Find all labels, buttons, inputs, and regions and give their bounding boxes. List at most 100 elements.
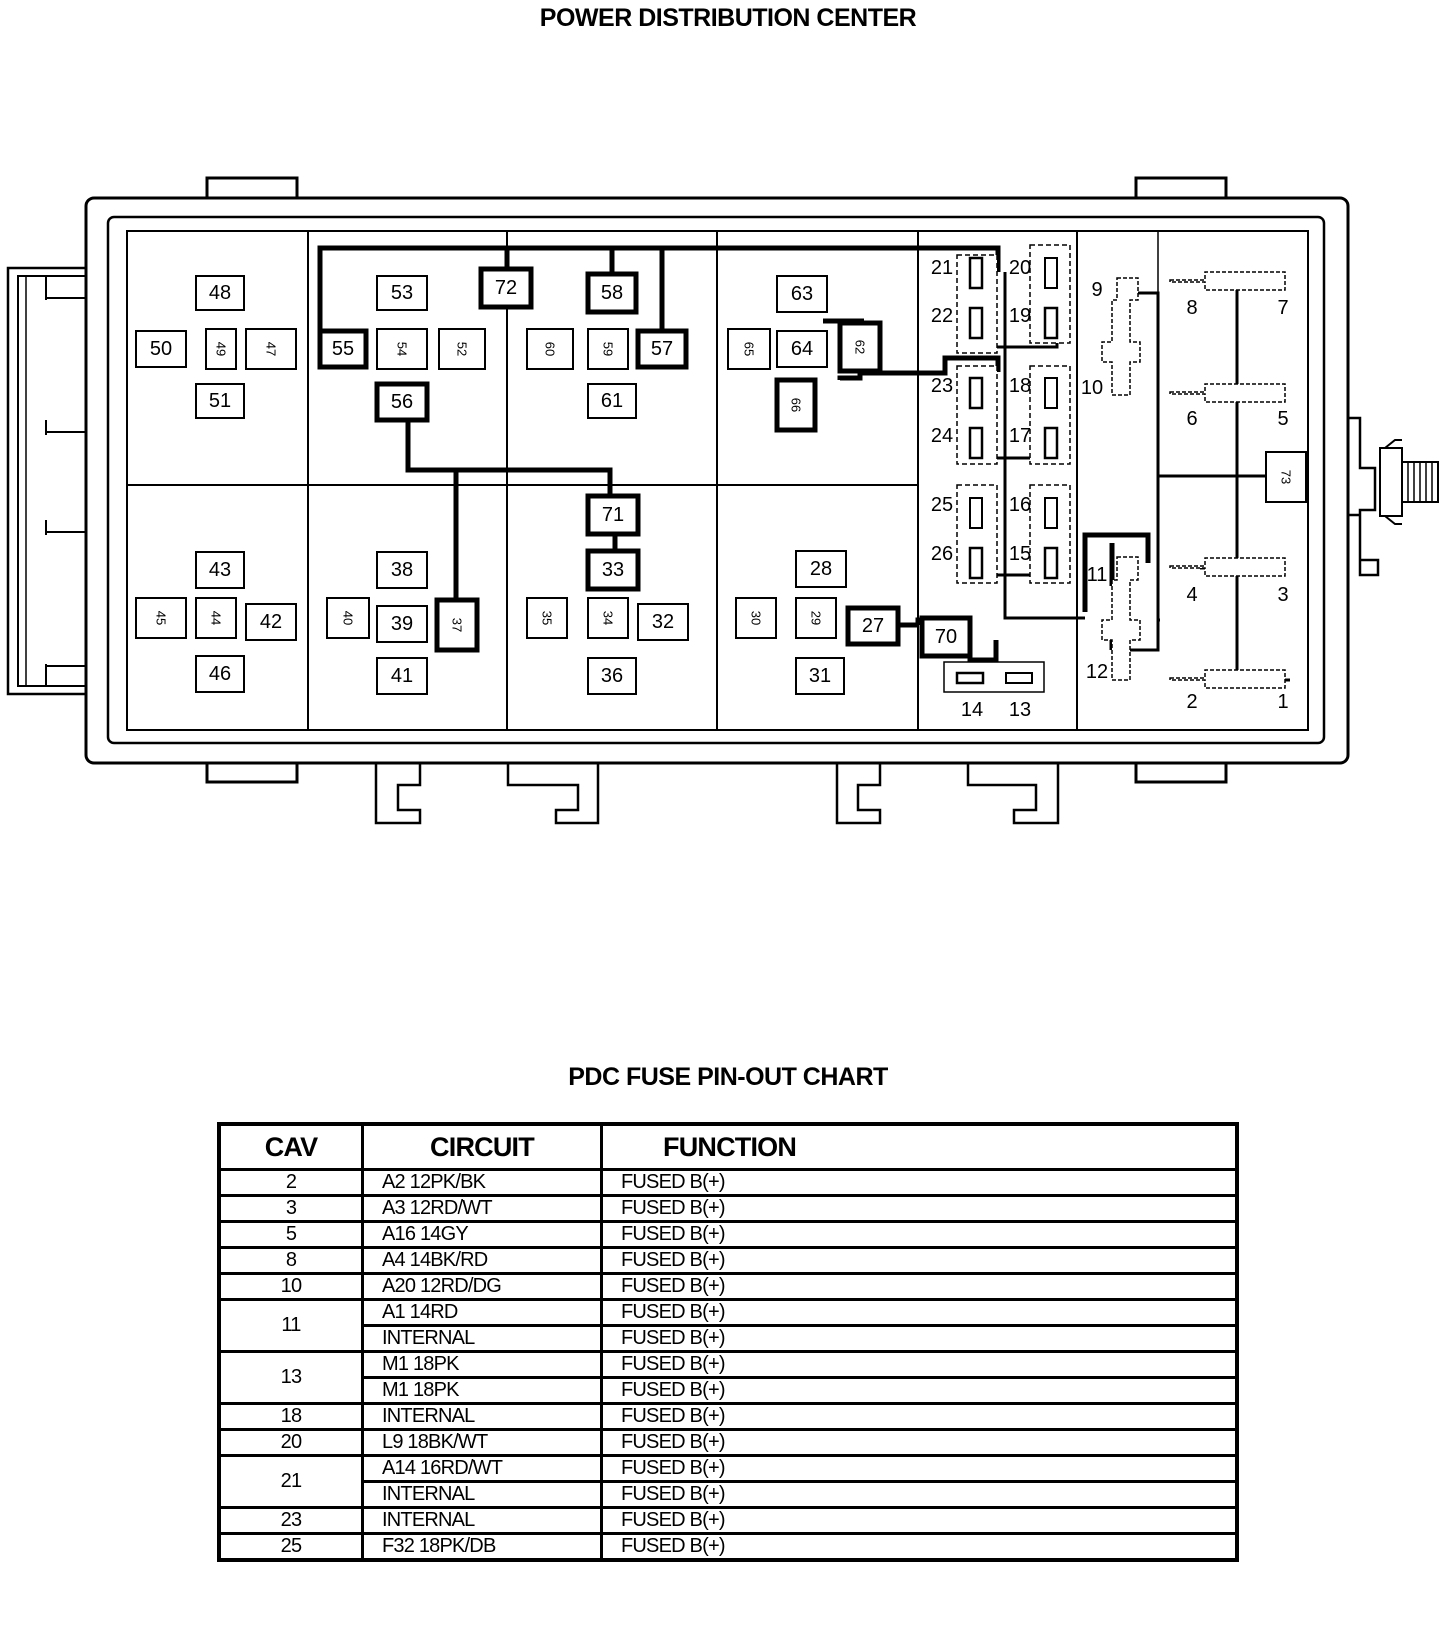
- mini-fuse-label: 16: [1009, 494, 1031, 516]
- header-cav: CAV: [217, 1122, 364, 1171]
- function-cell: FUSED B(+): [600, 1480, 1239, 1509]
- fuse-cavity-31: 31: [795, 657, 845, 695]
- function-cell: FUSED B(+): [600, 1168, 1239, 1197]
- fuse-cavity-58: 58: [585, 271, 639, 315]
- circuit-cell: A3 12RD/WT: [361, 1194, 603, 1223]
- function-cell: FUSED B(+): [600, 1402, 1239, 1431]
- cav-cell: 13: [217, 1350, 364, 1405]
- function-cell: FUSED B(+): [600, 1298, 1239, 1327]
- fuse-label: 45: [154, 611, 169, 625]
- fuse-cavity-71: 71: [585, 493, 641, 537]
- diagram-title: POWER DISTRIBUTION CENTER: [539, 4, 917, 32]
- fuse-cavity-61: 61: [587, 383, 637, 419]
- relay-cavity-label: 5: [1277, 408, 1288, 430]
- fuse-label: 57: [651, 338, 673, 360]
- fuse-label: 63: [791, 283, 813, 305]
- fuse-label: 46: [209, 663, 231, 685]
- cav-cell: 23: [217, 1506, 364, 1535]
- fuse-cavity-46: 46: [195, 655, 245, 693]
- function-cell: FUSED B(+): [600, 1532, 1239, 1562]
- mini-fuse-label: 13: [1009, 699, 1031, 721]
- fuse-label: 47: [264, 342, 279, 356]
- relay-cavity-label: 2: [1186, 691, 1197, 713]
- fuse-cavity-28: 28: [795, 550, 847, 588]
- fuse-cavity-52: 52: [438, 328, 486, 370]
- fuse-cavity-72: 72: [478, 266, 534, 310]
- relay-cavity-label: 10: [1081, 377, 1103, 399]
- function-cell: FUSED B(+): [600, 1272, 1239, 1301]
- relay-cavity-label: 4: [1186, 584, 1197, 606]
- cav-cell: 5: [217, 1220, 364, 1249]
- fuse-cavity-32: 32: [637, 603, 689, 641]
- fuse-cavity-33: 33: [585, 548, 641, 592]
- relay-cavity-label: 3: [1277, 584, 1288, 606]
- fuse-cavity-41: 41: [376, 657, 428, 695]
- fuse-label: 59: [601, 342, 616, 356]
- fuse-label: 70: [935, 626, 957, 648]
- fuse-cavity-40: 40: [326, 597, 370, 639]
- fuse-label: 37: [450, 618, 465, 632]
- small-block-label: 73: [1279, 470, 1294, 484]
- circuit-cell: A20 12RD/DG: [361, 1272, 603, 1301]
- mini-fuse-label: 24: [931, 425, 953, 447]
- mini-fuse-label: 14: [961, 699, 983, 721]
- relay-cavity-label: 7: [1277, 297, 1288, 319]
- fuse-label: 56: [391, 391, 413, 413]
- fuse-cavity-62: 62: [837, 320, 883, 374]
- fuse-label: 27: [862, 615, 884, 637]
- fuse-label: 53: [391, 282, 413, 304]
- fuse-cavity-34: 34: [587, 597, 629, 639]
- cav-cell: 10: [217, 1272, 364, 1301]
- fuse-cavity-50: 50: [135, 330, 187, 368]
- fuse-label: 58: [601, 282, 623, 304]
- mini-fuse-label: 21: [931, 257, 953, 279]
- circuit-cell: A4 14BK/RD: [361, 1246, 603, 1275]
- fuse-label: 50: [150, 338, 172, 360]
- fuse-cavity-35: 35: [526, 597, 568, 639]
- fuse-label: 30: [749, 611, 764, 625]
- mini-fuse-label: 17: [1009, 425, 1031, 447]
- fuse-label: 62: [853, 340, 868, 354]
- fuse-cavity-56: 56: [374, 381, 430, 423]
- circuit-cell: A16 14GY: [361, 1220, 603, 1249]
- function-cell: FUSED B(+): [600, 1428, 1239, 1457]
- circuit-cell: INTERNAL: [361, 1402, 603, 1431]
- circuit-cell: F32 18PK/DB: [361, 1532, 603, 1562]
- circuit-cell: A2 12PK/BK: [361, 1168, 603, 1197]
- fuse-cavity-38: 38: [376, 551, 428, 589]
- fuse-label: 31: [809, 665, 831, 687]
- fuse-label: 42: [260, 611, 282, 633]
- cav-cell: 20: [217, 1428, 364, 1457]
- mini-fuse-label: 25: [931, 494, 953, 516]
- fuse-label: 36: [601, 665, 623, 687]
- fuse-cavity-54: 54: [376, 328, 428, 370]
- fuse-cavity-66: 66: [774, 377, 818, 433]
- fuse-cavity-60: 60: [526, 328, 574, 370]
- circuit-cell: INTERNAL: [361, 1324, 603, 1353]
- fuse-label: 41: [391, 665, 413, 687]
- circuit-cell: M1 18PK: [361, 1376, 603, 1405]
- fuse-label: 29: [809, 611, 824, 625]
- fuse-cavity-57: 57: [635, 328, 689, 370]
- fuse-cavity-29: 29: [795, 597, 837, 639]
- fuse-cavity-51: 51: [195, 383, 245, 419]
- fuse-cavity-49: 49: [205, 328, 237, 370]
- fuse-label: 48: [209, 282, 231, 304]
- fuse-cavity-70: 70: [919, 615, 973, 659]
- function-cell: FUSED B(+): [600, 1454, 1239, 1483]
- relay-cavity-label: 12: [1086, 661, 1108, 683]
- fuse-label: 66: [789, 398, 804, 412]
- fuse-label: 28: [810, 558, 832, 580]
- circuit-cell: A14 16RD/WT: [361, 1454, 603, 1483]
- fuse-label: 51: [209, 390, 231, 412]
